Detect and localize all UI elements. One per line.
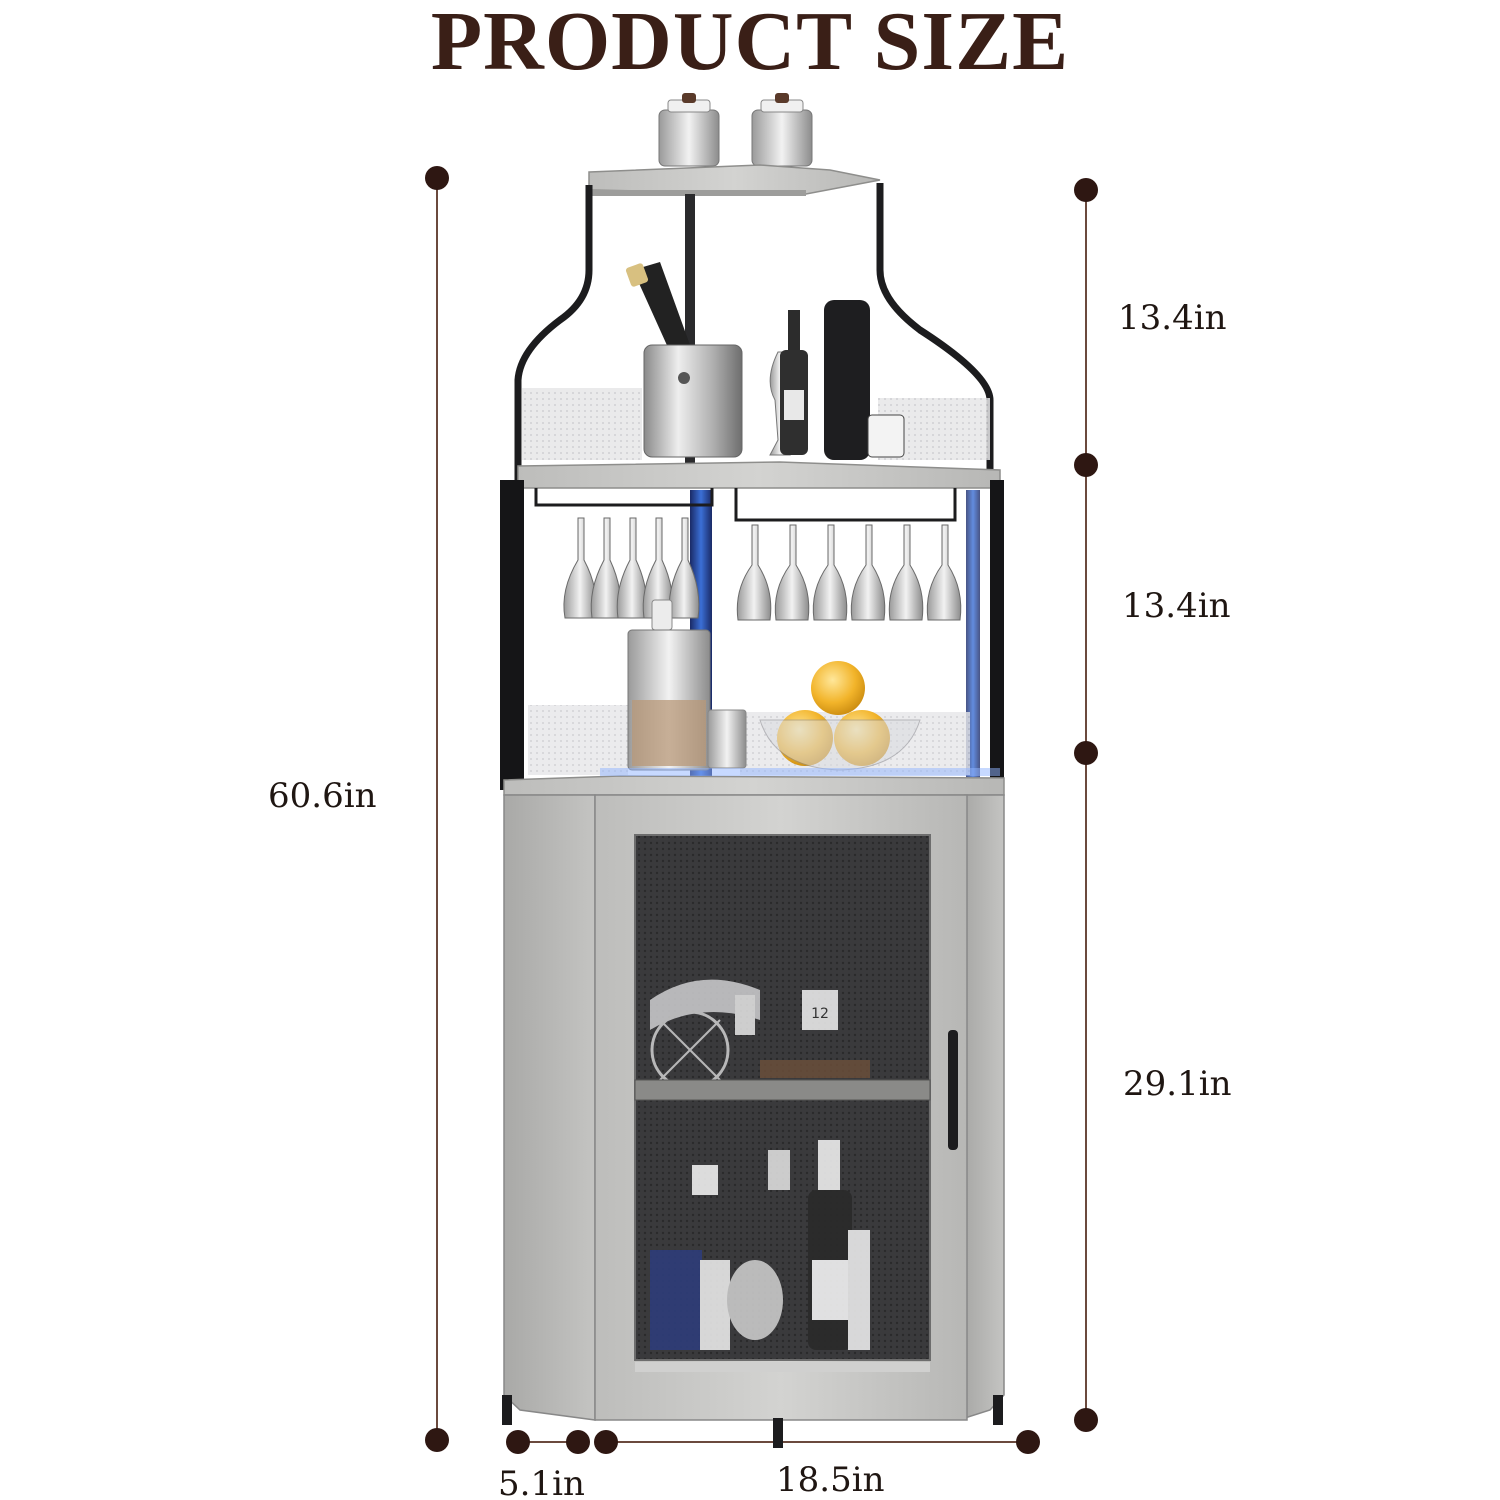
right-frame (876, 183, 994, 480)
right-upright (990, 480, 1004, 790)
circle-dot-icon (1074, 1408, 1098, 1432)
circle-dot-icon (566, 1430, 590, 1454)
total-height-label: 60.6in (268, 776, 377, 816)
cabinet-tag-number: 12 (811, 1006, 829, 1022)
circle-dot-icon (594, 1430, 618, 1454)
corner-bar-cabinet: 12 (500, 93, 1005, 1448)
lower-shelf (503, 775, 1005, 796)
leg-left (502, 1395, 512, 1425)
top-shelf (588, 164, 881, 195)
decanter (627, 599, 747, 771)
page-title: PRODUCT SIZE (430, 0, 1070, 88)
ice-bucket (625, 262, 743, 458)
circle-dot-icon (1074, 453, 1098, 477)
cabinet-lower-items (650, 1140, 870, 1350)
glass-rack-right (734, 488, 957, 522)
hanging-glasses (563, 517, 962, 621)
top-section-label: 13.4in (1118, 298, 1227, 338)
cabinet-section-label: 29.1in (1123, 1064, 1232, 1104)
circle-dot-icon (1074, 178, 1098, 202)
circle-dot-icon (1074, 741, 1098, 765)
cabinet-left-side (503, 794, 596, 1421)
front-width-label: 18.5in (776, 1460, 885, 1500)
left-upright (500, 480, 524, 790)
dimension-markers (425, 166, 1098, 1454)
glass-rack-left (534, 488, 714, 507)
back-post (685, 194, 695, 464)
circle-dot-icon (506, 1430, 530, 1454)
cabinet-upper-items (650, 979, 870, 1090)
circle-dot-icon (425, 1428, 449, 1452)
side-depth-label: 5.1in (498, 1464, 585, 1500)
fruit-bowl (759, 661, 921, 771)
middle-section-label: 13.4in (1122, 586, 1231, 626)
middle-shelf (517, 461, 1001, 489)
leg-right (993, 1395, 1003, 1425)
cabinet-right-side (964, 794, 1005, 1420)
circle-dot-icon (425, 166, 449, 190)
circle-dot-icon (1016, 1430, 1040, 1454)
leg-front (773, 1418, 783, 1448)
left-frame (514, 185, 593, 480)
cabinet-interior-shelf (634, 1079, 931, 1101)
top-shelf-bottles (769, 300, 905, 460)
top-jars (658, 93, 813, 167)
door-handle[interactable] (948, 1030, 958, 1150)
